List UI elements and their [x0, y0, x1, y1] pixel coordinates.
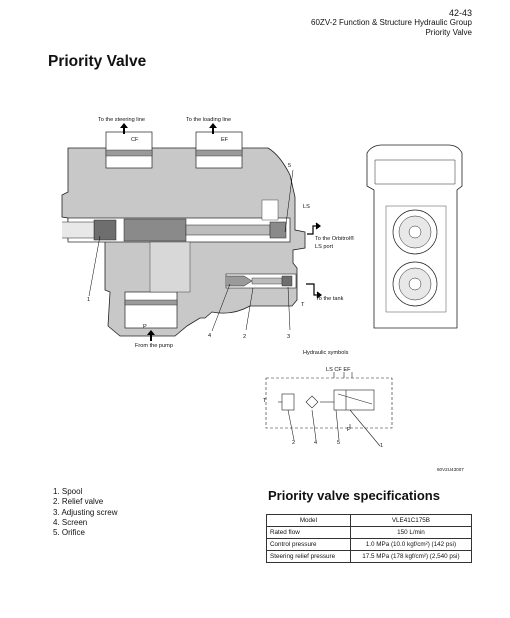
label-ls: LS — [303, 204, 310, 210]
label-to-steering-line: To the steering line — [98, 117, 145, 123]
table-cell-label: Rated flow — [266, 526, 351, 539]
table-row: Control pressure 1.0 MPa (10.0 kgf/cm²) … — [266, 538, 473, 551]
symbol-callout-4: 4 — [314, 440, 318, 446]
legend-item: 1. Spool — [53, 487, 83, 496]
label-p: P — [143, 324, 147, 330]
spec-title: Priority valve specifications — [268, 488, 440, 503]
header-section: 60ZV-2 Function & Structure Hydraulic Gr… — [311, 18, 472, 27]
label-to-loading-line: To the loading line — [186, 117, 232, 123]
label-t: T — [301, 302, 305, 308]
callout-3: 3 — [287, 334, 291, 340]
legend-item: 5. Orifice — [53, 528, 86, 538]
label-cf: CF — [131, 137, 139, 143]
valve-end-view — [366, 144, 463, 329]
label-to-orbitrol: To the Orbitrol® — [315, 236, 355, 242]
table-row: Rated flow 150 L/min — [266, 526, 473, 539]
arrow-up-icon — [120, 123, 128, 134]
label-to-tank: To the tank — [316, 296, 344, 302]
table-cell-value: 150 L/min — [349, 526, 473, 539]
callout-5: 5 — [288, 163, 292, 169]
table-row: Steering relief pressure 17.5 MPa (178 k… — [266, 550, 473, 563]
table-header-row: Model VLE41C175B — [266, 514, 473, 527]
label-symbol-t: T — [263, 398, 267, 404]
page-title: Priority Valve — [48, 53, 147, 70]
label-ls-port: LS port — [315, 244, 334, 250]
table-cell-value: 17.5 MPa (178 kgf/cm²) (2,540 psi) — [349, 550, 473, 563]
symbol-callout-5: 5 — [337, 440, 341, 446]
label-symbol-p: P — [347, 427, 351, 433]
legend-item: 4. Screen — [53, 517, 88, 527]
symbol-callout-2: 2 — [292, 440, 296, 446]
parts-legend: 1. Spool 2. Relief valve 3. Adjusting sc… — [53, 487, 117, 538]
hydraulic-symbol — [265, 372, 393, 447]
page-number: 42-43 — [448, 8, 472, 18]
spec-table: Model VLE41C175B Rated flow 150 L/min Co… — [266, 514, 473, 563]
table-cell-label: Steering relief pressure — [266, 550, 351, 563]
legend-item: 3. Adjusting screw — [53, 507, 118, 517]
callout-1: 1 — [87, 297, 91, 303]
arrow-orbitrol-icon — [307, 222, 321, 235]
arrow-tank-icon — [306, 283, 322, 299]
label-symbol-ports: LS CF EF — [326, 367, 351, 373]
legend-item: 2. Relief valve — [53, 497, 104, 507]
priority-valve-diagram — [61, 123, 463, 447]
header-subsection: Priority Valve — [425, 28, 472, 37]
label-from-pump: From the pump — [135, 343, 173, 349]
callout-4: 4 — [208, 333, 212, 339]
table-header-cell: Model — [266, 514, 351, 527]
figure-id: 60V2U43007 — [437, 467, 464, 472]
table-header-cell: VLE41C175B — [349, 514, 473, 527]
symbol-callout-1: 1 — [380, 443, 384, 449]
label-ef: EF — [221, 137, 229, 143]
arrow-up-icon — [147, 330, 155, 341]
arrow-up-icon — [209, 123, 217, 134]
label-hydraulic-symbols: Hydraulic symbols — [303, 350, 349, 356]
callout-2: 2 — [243, 334, 247, 340]
table-cell-value: 1.0 MPa (10.0 kgf/cm²) (142 psi) — [349, 538, 473, 551]
page-header: 42-43 60ZV-2 Function & Structure Hydrau… — [311, 8, 472, 38]
table-cell-label: Control pressure — [266, 538, 351, 551]
